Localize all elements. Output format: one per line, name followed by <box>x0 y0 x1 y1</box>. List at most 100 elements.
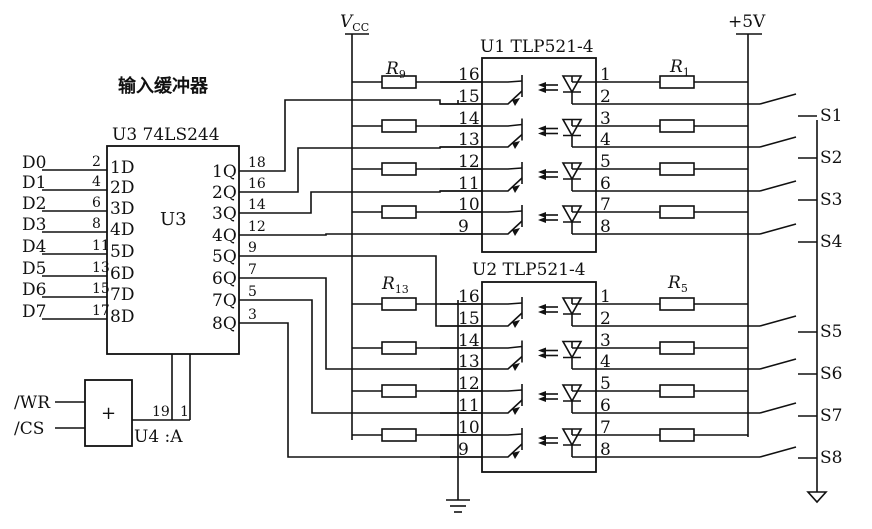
vcc-label: VCC <box>340 12 369 34</box>
emitter-arrow-u2-3 <box>512 451 520 459</box>
u1-right-pin-3: 4 <box>600 130 611 150</box>
emitter-arrow-u1-3 <box>512 228 520 236</box>
u2-right-pin-1: 2 <box>600 309 611 329</box>
ray-arrow-b-u1-3 <box>538 217 546 223</box>
data-line-label-6: D6 <box>22 280 46 300</box>
u3-output-pin-1: 16 <box>248 176 266 192</box>
transistor-collector-u2-3 <box>482 433 523 436</box>
u3-input-pin-7: 17 <box>92 303 110 319</box>
pullup-resistor-6-body <box>659 384 695 398</box>
transistor-collector-u2-0 <box>482 302 523 305</box>
u3-output-pin-4: 9 <box>248 240 257 256</box>
input-pullup-resistors <box>640 75 748 442</box>
data-line-label-2: D2 <box>22 194 46 214</box>
ray-arrow-a-u1-2 <box>538 169 546 175</box>
u3-route-0 <box>268 99 482 172</box>
transistor-emitter-u2-0 <box>482 312 523 327</box>
transistor-emitter-u1-0 <box>482 90 523 105</box>
ground-symbol-2 <box>806 491 828 504</box>
u3-route-7 <box>268 322 482 458</box>
u3-route-6 <box>268 299 482 414</box>
led-series-resistors <box>352 75 482 442</box>
u3-input-pin-2: 6 <box>92 195 101 211</box>
switch-label-6: S7 <box>820 406 842 426</box>
u3-output-name-6: 7Q <box>212 291 237 311</box>
ray-arrow-a-u2-2 <box>538 391 546 397</box>
u2-right-pin-7: 8 <box>600 440 611 460</box>
u3-center-label: U3 <box>160 209 187 230</box>
ray-arrow-b-u2-2 <box>538 396 546 402</box>
data-line-label-0: D0 <box>22 153 46 173</box>
data-line-label-1: D1 <box>22 173 46 193</box>
u3-label: U3 74LS244 <box>112 125 220 145</box>
u1-right-pin-4: 5 <box>600 152 611 172</box>
u2-right-pin-4: 5 <box>600 374 611 394</box>
switch-blade-4 <box>759 315 797 327</box>
led-resistor-5-body <box>381 341 417 355</box>
u1-right-pin-2: 3 <box>600 109 611 129</box>
u1-right-pin-6: 7 <box>600 195 611 215</box>
u1-right-pin-0: 1 <box>600 65 611 85</box>
ray-arrow-b-u1-1 <box>538 130 546 137</box>
ray-arrow-a-u2-3 <box>538 435 546 441</box>
emitter-arrow-u1-1 <box>512 141 520 149</box>
switch-blade-6 <box>759 402 797 414</box>
u2-left-pin-2: 14 <box>458 331 480 351</box>
u3-input-pin-6: 15 <box>92 281 110 297</box>
u3-input-pin-3: 8 <box>92 216 101 232</box>
switch-label-1: S2 <box>820 148 842 168</box>
u3-input-name-6: 7D <box>110 285 134 305</box>
u3-route-3 <box>268 233 482 236</box>
u3-input-pin-1: 4 <box>92 174 101 190</box>
u3-output-name-5: 6Q <box>212 269 237 289</box>
u3-route-1 <box>268 146 482 193</box>
u2-right-pin-0: 1 <box>600 287 611 307</box>
ray-arrow-b-u2-3 <box>538 440 546 446</box>
u1-right-pin-5: 6 <box>600 174 611 194</box>
ray-arrow-a-u1-3 <box>538 212 546 218</box>
ray-arrow-b-u2-0 <box>538 309 546 315</box>
switch-blade-1 <box>759 136 797 148</box>
u3-input-name-4: 5D <box>110 242 134 262</box>
u3-input-pin-5: 13 <box>92 260 110 276</box>
u1-left-pin-2: 14 <box>458 109 480 129</box>
data-line-label-5: D5 <box>22 259 46 279</box>
u1-left-pin-3: 13 <box>458 130 480 150</box>
u1-right-pin-7: 8 <box>600 217 611 237</box>
led-resistor-3-body <box>381 205 417 219</box>
u3-input-pin-4: 11 <box>92 238 110 254</box>
u3-output-name-1: 2Q <box>212 183 237 203</box>
ray-arrow-b-u1-0 <box>538 87 546 93</box>
switch-blade-3 <box>759 223 797 235</box>
u2-left-pin-0: 16 <box>458 287 480 307</box>
u1-left-pin-4: 12 <box>458 152 480 172</box>
optocoupler-channels <box>482 75 596 459</box>
u3-output-pin-3: 12 <box>248 219 266 235</box>
u2-left-pin-5: 11 <box>458 396 480 416</box>
switch-blade-5 <box>759 358 797 370</box>
u3-to-opto-routing <box>268 99 482 458</box>
u3-chip-body <box>106 145 240 355</box>
u3-output-name-4: 5Q <box>212 247 237 267</box>
u4-gate-body <box>84 379 133 447</box>
switch-blade-7 <box>759 446 797 458</box>
u3-output-pin-6: 5 <box>248 284 257 300</box>
u2-right-pin-6: 7 <box>600 418 611 438</box>
u3-input-name-3: 4D <box>110 220 134 240</box>
emitter-arrow-u1-2 <box>512 185 520 193</box>
u3-output-name-7: 8Q <box>212 314 237 334</box>
switch-label-2: S3 <box>820 190 842 210</box>
pullup-resistor-1-body <box>659 119 695 133</box>
switch-label-5: S6 <box>820 364 842 384</box>
emitter-arrow-u2-2 <box>512 407 520 415</box>
led-resistor-4-body <box>381 297 417 311</box>
pullup-resistor-2-body <box>659 162 695 176</box>
led-resistor-6-body <box>381 384 417 398</box>
u2-left-pin-1: 15 <box>458 309 480 329</box>
u1-right-pin-1: 2 <box>600 87 611 107</box>
transistor-collector-u1-2 <box>482 167 523 170</box>
